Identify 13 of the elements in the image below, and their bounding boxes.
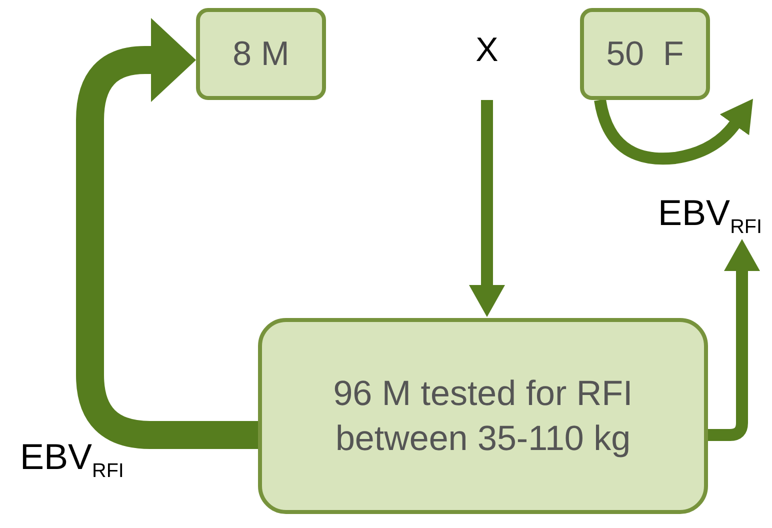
arrow [594, 98, 754, 165]
process-box [196, 8, 326, 100]
node-label: EBV$_{RFI}$ [658, 192, 762, 240]
process-box [258, 318, 708, 514]
edge-label: EBV$_{RFI}$ [20, 436, 124, 484]
box-label: 8 M [232, 34, 290, 75]
arrow [76, 18, 258, 449]
arrow [469, 100, 505, 317]
node-label: X [476, 30, 498, 70]
arrow [708, 239, 760, 441]
process-box [580, 8, 710, 100]
box-label: 50 F [606, 34, 684, 75]
box-label: 96 M tested for RFI between 35-110 kg [332, 372, 634, 460]
